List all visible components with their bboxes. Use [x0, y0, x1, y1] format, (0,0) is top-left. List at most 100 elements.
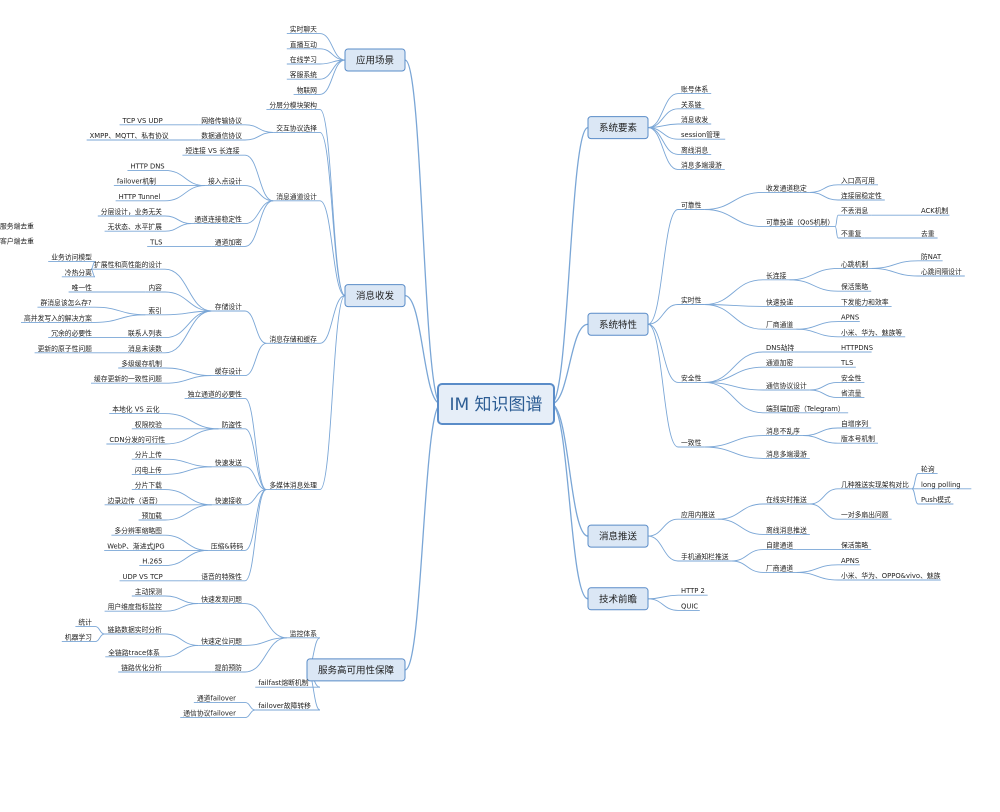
mindmap-node-branch: 链路数据实时分析: [108, 625, 163, 634]
connector: [94, 306, 146, 316]
connector: [802, 427, 839, 437]
mindmap-node-branch: 网络传输协议: [201, 116, 242, 125]
mindmap-node-branch: 手机通知栏推送: [681, 552, 729, 561]
mindmap-node-branch: 接入点设计: [208, 177, 242, 186]
mindmap-node-leaf: 在线学习: [290, 55, 317, 64]
connector: [789, 267, 839, 281]
main-topic-box: [587, 312, 649, 336]
connector: [704, 209, 764, 228]
connector: [244, 131, 274, 141]
mindmap-node-leaf: 群消息该怎么存?: [40, 298, 92, 307]
mindmap-node-leaf: 保活策略: [841, 282, 868, 291]
mindmap-node-branch: 交互协议选择: [276, 123, 317, 132]
mindmap-node-leaf: TLS: [149, 238, 162, 246]
connector: [802, 435, 839, 444]
mindmap-node-leaf: 链路优化分析: [121, 663, 162, 672]
mindmap-node-leaf: 统计: [78, 617, 92, 626]
connector: [244, 397, 267, 491]
mindmap-node-leaf: HTTPDNS: [841, 344, 873, 352]
connector: [244, 489, 267, 506]
connector: [809, 191, 839, 201]
main-connector: [550, 323, 589, 405]
mindmap-node-leaf: 分片下载: [135, 481, 162, 490]
connector: [164, 489, 212, 506]
connector: [244, 310, 267, 344]
mindmap-node-leaf: 边录边传（语音）: [108, 496, 162, 505]
connector: [704, 381, 764, 391]
mindmap-node-leaf: 一对多扇出问题: [841, 510, 889, 519]
mindmap-node-leaf: CDN分发的可行性: [109, 435, 165, 444]
connector: [244, 200, 274, 225]
main-topic-box: [587, 524, 649, 548]
mindmap-node-leaf: 端到端加密（Telegram）: [766, 404, 845, 413]
mindmap-node-leaf: 服务端去重: [0, 221, 34, 230]
mindmap-node-leaf: 无状态、水平扩展: [108, 222, 163, 231]
mindmap-node-branch: 存储设计: [215, 302, 242, 311]
mindmap-node-leaf: 分片上传: [135, 450, 162, 459]
mindmap-node-leaf: 账号体系: [681, 85, 708, 94]
mindmap-node-leaf: H.265: [142, 558, 162, 566]
mindmap-node-leaf: 客户端去重: [0, 237, 34, 246]
mindmap-node-leaf: 安全性: [841, 373, 862, 382]
mindmap-node-leaf: WebP、渐进式JPG: [107, 541, 164, 550]
connector: [796, 328, 839, 338]
connector: [796, 564, 839, 573]
connector: [717, 518, 764, 535]
connector: [647, 127, 679, 171]
mindmap-node-branch: 扩展性和高性能的设计: [94, 260, 162, 269]
mindmap-node-leaf: XMPP、MQTT、私有协议: [90, 131, 169, 140]
mindmap-node-branch: 实时性: [681, 296, 702, 305]
mindmap-nodes: 系统要素账号体系关系链消息收发session管理离线消息消息多端漫游系统特性可靠…: [0, 25, 962, 718]
mindmap-node-leaf: 业务访问模型: [51, 253, 92, 262]
mindmap-node-leaf: 短连接 VS 长连接: [185, 146, 239, 155]
mindmap-node-leaf: APNS: [841, 314, 859, 322]
mindmap-node-leaf: 用户维度指标监控: [108, 602, 163, 611]
connector: [164, 268, 212, 312]
connector: [164, 375, 212, 384]
connector-lines: [21, 33, 972, 719]
connector: [319, 131, 346, 297]
mindmap-node-branch: 提前预防: [215, 663, 242, 672]
connector: [809, 381, 839, 391]
connector: [244, 154, 274, 202]
connector: [796, 321, 839, 330]
mindmap-node-branch: 消息通道设计: [276, 192, 317, 201]
connector: [244, 428, 267, 491]
connector: [319, 200, 346, 297]
connector: [911, 488, 919, 505]
connector: [164, 603, 199, 612]
mindmap-node-leaf: 离线消息: [681, 145, 708, 154]
mindmap-node-branch: 可靠投递（QoS机制）: [766, 218, 834, 227]
connector: [164, 504, 212, 521]
mindmap-node-leaf: 主动探测: [135, 587, 162, 596]
mindmap-node-leaf: 消息收发: [681, 115, 708, 124]
main-topic-label: 系统特性: [599, 319, 638, 331]
connector: [319, 59, 346, 95]
mindmap-node-leaf: failfast熔断机制: [258, 678, 308, 687]
central-topic-box: [437, 383, 555, 425]
connector: [244, 489, 267, 582]
mindmap-node-branch: failover故障转移: [258, 701, 311, 710]
mindmap-node-leaf: 保活策略: [841, 541, 868, 550]
connector: [164, 291, 212, 312]
connector: [647, 209, 679, 325]
mindmap-node-branch: 消息未读数: [128, 344, 162, 353]
mindmap-node-branch: 在线实时推送: [766, 495, 807, 504]
connector: [164, 534, 208, 551]
mindmap-node-branch: 快速定位问题: [201, 636, 242, 645]
main-topic-box: [344, 284, 406, 308]
connector: [164, 310, 212, 354]
connector: [244, 489, 267, 551]
connector: [164, 169, 206, 187]
connector: [164, 458, 212, 468]
mindmap-node-leaf: HTTP Tunnel: [119, 193, 161, 201]
mindmap-node-leaf: 关系链: [681, 100, 702, 109]
connector: [704, 446, 764, 459]
mindmap-node-leaf: 物联网: [297, 85, 318, 94]
connector: [809, 503, 839, 520]
mindmap-node-branch: 缓存设计: [215, 367, 242, 376]
connector: [809, 184, 839, 193]
connector: [244, 603, 287, 639]
mindmap-node-branch: 压缩&转码: [211, 541, 244, 550]
